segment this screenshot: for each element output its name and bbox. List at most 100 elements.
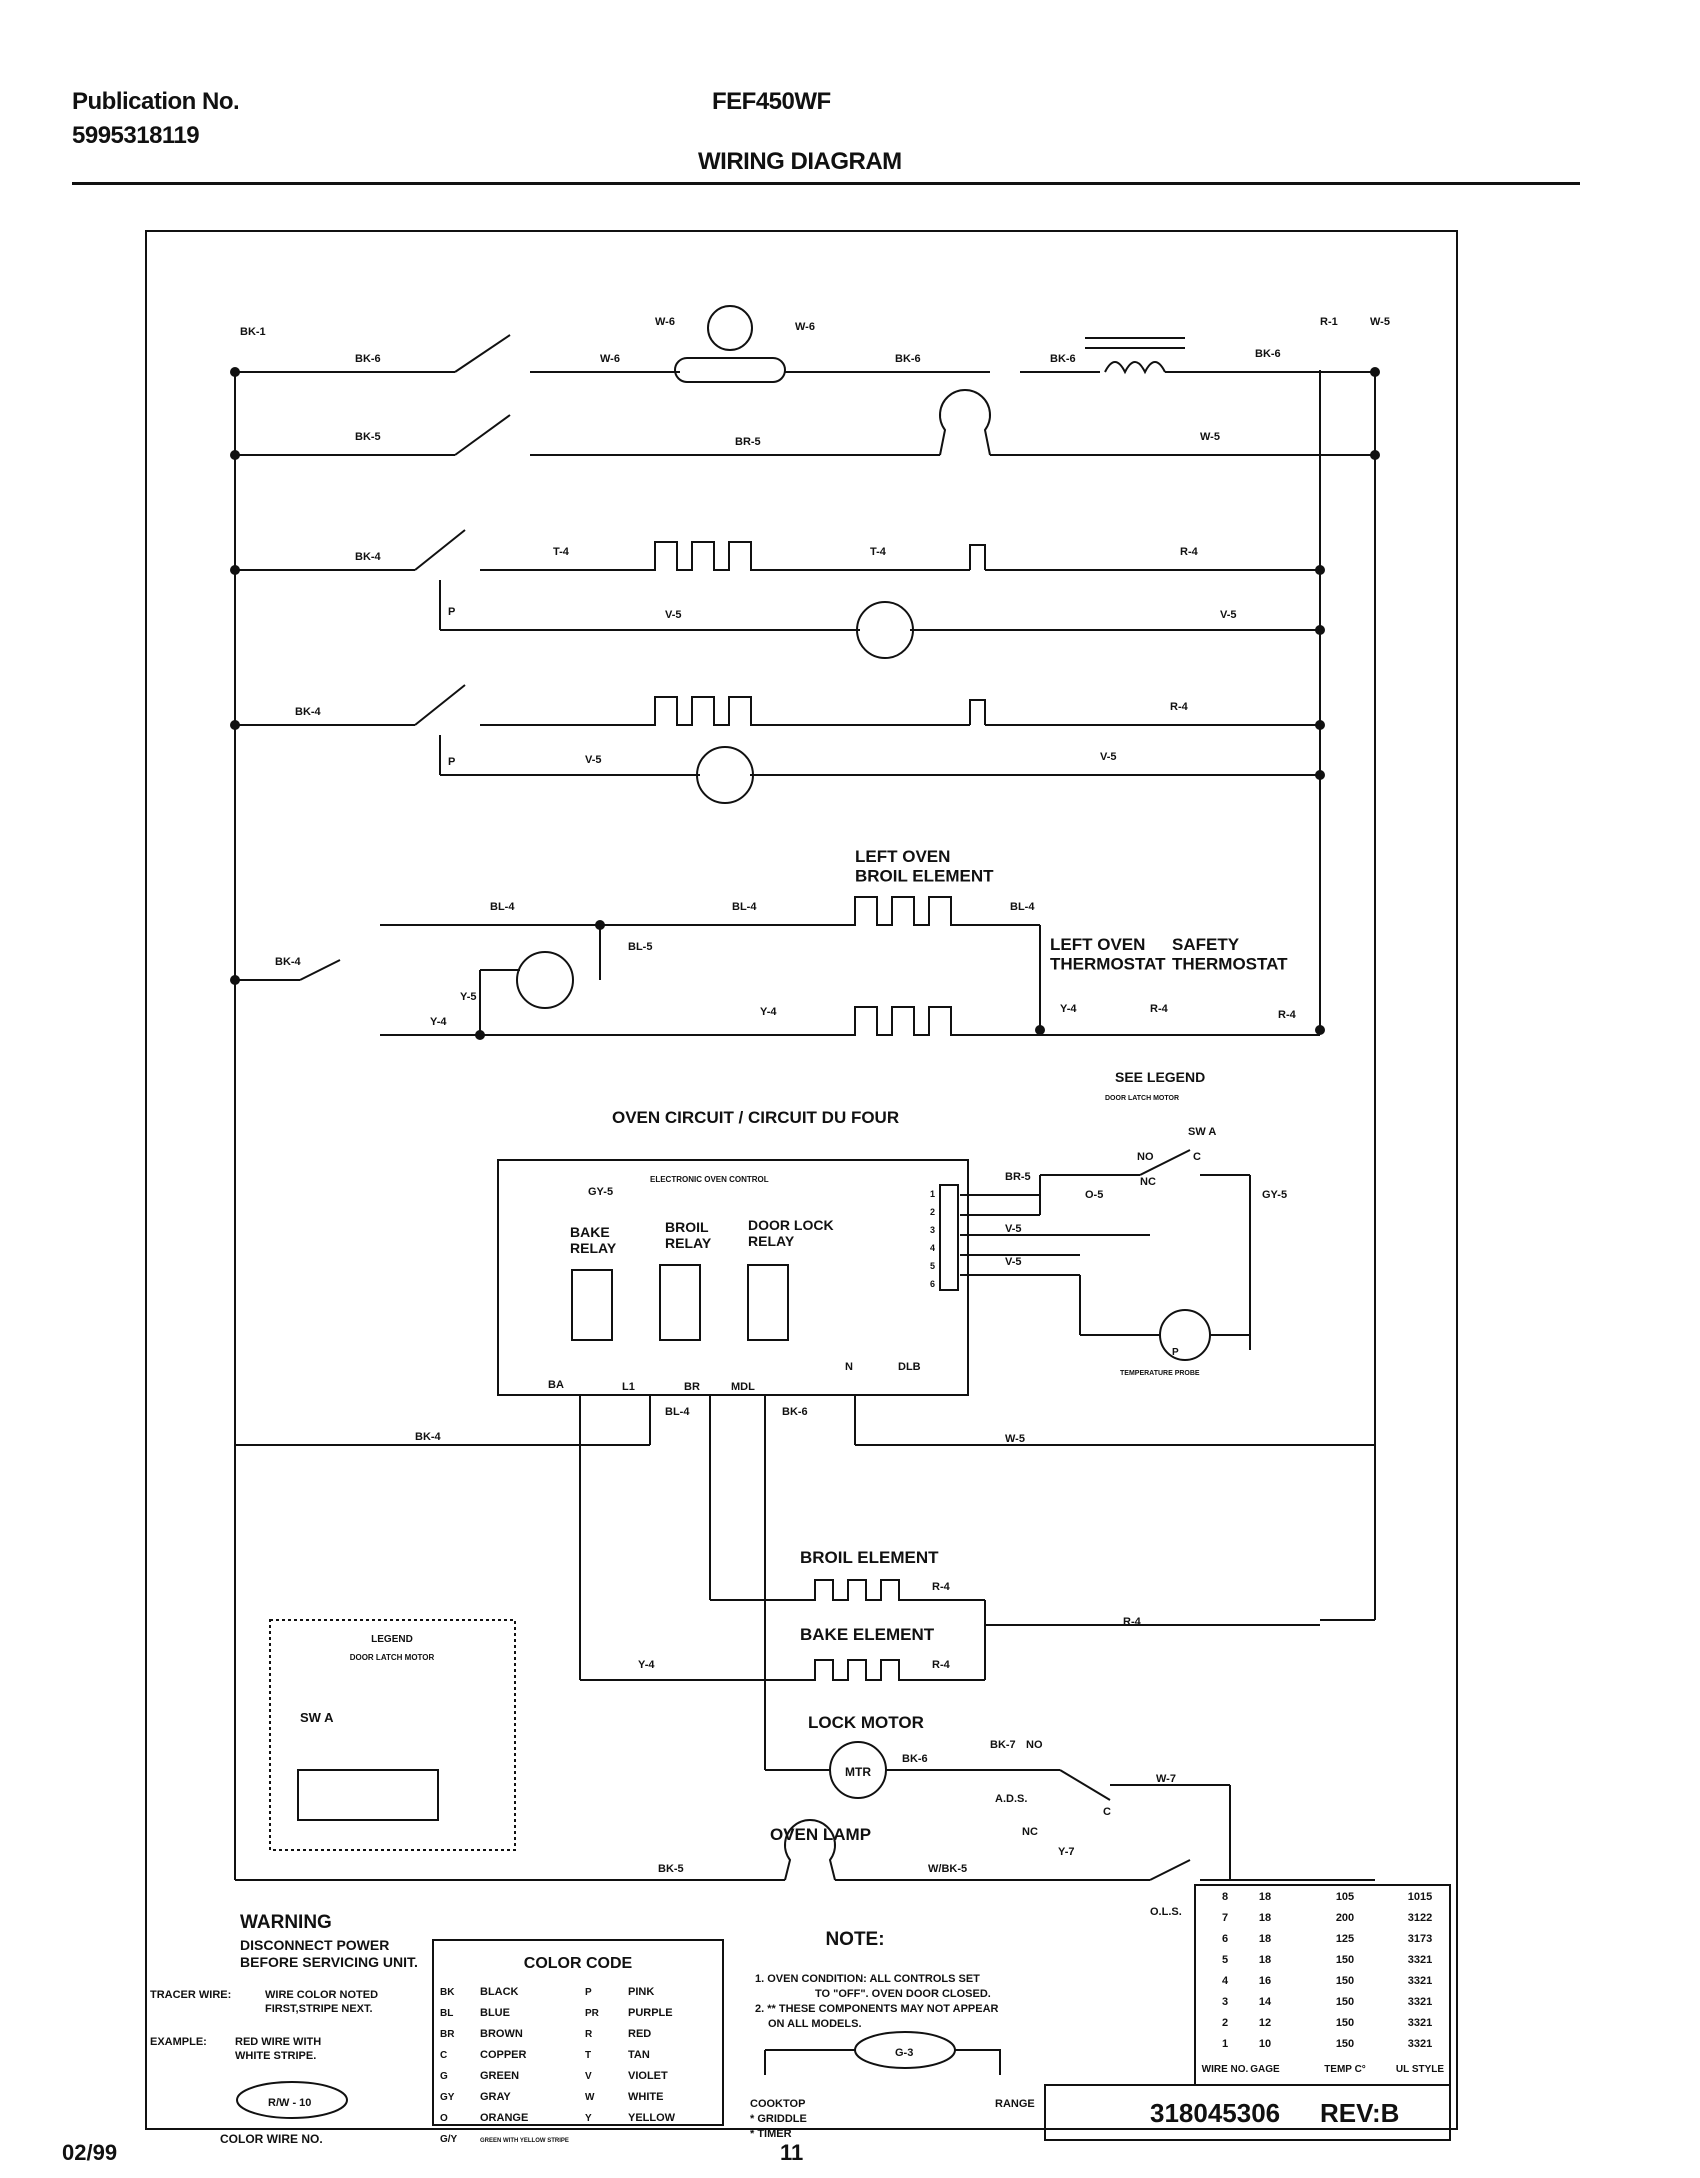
color-code-title: COLOR CODE — [524, 1955, 633, 1972]
wire-table-gage: 18 — [1259, 1912, 1271, 1924]
color-code-abbr: C — [440, 2050, 447, 2061]
wire-table-style: 3321 — [1408, 1975, 1432, 1987]
wire-label-v5_d: V-5 — [1100, 751, 1117, 763]
connector-pin-6: 6 — [930, 1279, 935, 1289]
wire-label-y4_a: Y-4 — [430, 1016, 447, 1028]
broil-relay-label: RELAY — [665, 1235, 712, 1251]
color-code-name2: RED — [628, 2028, 651, 2040]
color-code-name: GRAY — [480, 2091, 511, 2103]
wire-label-ba: BA — [548, 1379, 564, 1391]
wire-label-y4_c: Y-4 — [1060, 1003, 1077, 1015]
wire-table-gage: 18 — [1259, 1933, 1271, 1945]
wire-label-w5_b: W-5 — [1200, 431, 1220, 443]
publication-number: 5995318119 — [72, 122, 200, 149]
left-oven-broil-element-label: LEFT OVEN — [855, 847, 950, 866]
wire-label-dlb: DLB — [898, 1361, 921, 1373]
note-line4: ON ALL MODELS. — [768, 2018, 862, 2030]
color-code-name: BROWN — [480, 2028, 523, 2040]
wire-label-bk4_c: BK-4 — [275, 956, 302, 968]
oven-lamp-label: OVEN LAMP — [770, 1825, 871, 1844]
oven-circuit-label: OVEN CIRCUIT / CIRCUIT DU FOUR — [612, 1108, 899, 1127]
note-line2: TO "OFF". OVEN DOOR CLOSED. — [815, 1988, 991, 2000]
wire-table-no: 7 — [1222, 1912, 1228, 1924]
example-text2: WHITE STRIPE. — [235, 2050, 316, 2062]
wire-table-style: 3321 — [1408, 1996, 1432, 2008]
wire-label-y5: Y-5 — [460, 991, 477, 1003]
lock-motor-label: LOCK MOTOR — [808, 1713, 924, 1732]
wire-label-c_b: C — [1103, 1806, 1111, 1818]
wire-label-bl4_d: BL-4 — [665, 1406, 690, 1418]
bake-relay-label: RELAY — [570, 1240, 617, 1256]
diagram-frame — [145, 230, 1458, 2130]
wire-table-style: 3321 — [1408, 2017, 1432, 2029]
wire-label-bk5_b: BK-5 — [658, 1863, 684, 1875]
wire-label-v5_e: V-5 — [1005, 1223, 1022, 1235]
wire-table-no: 2 — [1222, 2017, 1228, 2029]
wire-table-temp: 125 — [1336, 1933, 1354, 1945]
wire-label-v5_a: V-5 — [665, 609, 682, 621]
wire-label-l1: L1 — [622, 1381, 635, 1393]
warning-title: WARNING — [240, 1912, 332, 1933]
wire-table-header-wire: WIRE NO. — [1202, 2064, 1249, 2075]
bake-element-label: BAKE ELEMENT — [800, 1625, 935, 1644]
color-code-name2: PURPLE — [628, 2007, 673, 2019]
tracer-wire-text2: FIRST,STRIPE NEXT. — [265, 2003, 373, 2015]
color-code-abbr2: V — [585, 2071, 592, 2082]
note-range: RANGE — [995, 2098, 1035, 2110]
warning-line2: BEFORE SERVICING UNIT. — [240, 1954, 418, 1970]
note-cooktop: COOKTOP — [750, 2098, 805, 2110]
wire-label-y4_d: Y-4 — [638, 1659, 655, 1671]
wire-label-y4_b: Y-4 — [760, 1006, 777, 1018]
wire-label-swa: SW A — [1188, 1126, 1216, 1138]
wire-label-bk1: BK-1 — [240, 326, 266, 338]
color-code-abbr2: PR — [585, 2008, 600, 2019]
wire-label-gy5_b: GY-5 — [1262, 1189, 1287, 1201]
wire-label-g3: G-3 — [895, 2047, 913, 2059]
wire-label-w7: W-7 — [1156, 1773, 1176, 1785]
wire-label-bk4_b: BK-4 — [295, 706, 322, 718]
wire-table-no: 4 — [1222, 1975, 1229, 1987]
wire-label-r4_c: R-4 — [1150, 1003, 1169, 1015]
color-code-abbr2: T — [585, 2050, 591, 2061]
door-lock-relay-label: DOOR LOCK — [748, 1217, 834, 1233]
color-code-abbr2: W — [585, 2092, 595, 2103]
color-code-abbr: BK — [440, 1987, 455, 1998]
connector-pin-5: 5 — [930, 1261, 935, 1271]
wire-label-mdl: MDL — [731, 1381, 755, 1393]
wire-table-header-gage: GAGE — [1250, 2064, 1280, 2075]
left-oven-thermostat-label: THERMOSTAT — [1050, 955, 1166, 974]
color-code-abbr: BL — [440, 2008, 453, 2019]
footer-page: 11 — [780, 2140, 804, 2165]
wire-label-bk6_f: BK-6 — [902, 1753, 928, 1765]
door-lock-relay-label: RELAY — [748, 1233, 795, 1249]
wire-table-gage: 12 — [1259, 2017, 1271, 2029]
wire-table-style: 3321 — [1408, 2038, 1432, 2050]
color-code-name2: TAN — [628, 2049, 650, 2061]
wire-label-rw10: R/W - 10 — [268, 2097, 311, 2109]
tracer-wire-text1: WIRE COLOR NOTED — [265, 1989, 378, 2001]
color-code-name2: PINK — [628, 1986, 654, 1998]
color-code-name2: VIOLET — [628, 2070, 668, 2082]
wire-label-w5_top: W-5 — [1370, 316, 1390, 328]
wire-table-temp: 150 — [1336, 1996, 1354, 2008]
wire-table-gage: 18 — [1259, 1891, 1271, 1903]
wire-table-gage: 10 — [1259, 2038, 1271, 2050]
wire-table-temp: 200 — [1336, 1912, 1354, 1924]
wire-table-no: 5 — [1222, 1954, 1228, 1966]
wire-table-header-ul: UL STYLE — [1396, 2064, 1444, 2075]
connector-pin-4: 4 — [930, 1243, 935, 1253]
wire-label-bk6_c: BK-6 — [1050, 353, 1076, 365]
color-code-name: ORANGE — [480, 2112, 528, 2124]
color-code-abbr: G/Y — [440, 2134, 458, 2145]
connector-pin-1: 1 — [930, 1189, 935, 1199]
wire-table-temp: 150 — [1336, 1975, 1354, 1987]
wire-label-y7: Y-7 — [1058, 1846, 1075, 1858]
header-rule — [72, 182, 1580, 185]
example-label: EXAMPLE: — [150, 2036, 207, 2048]
color-code-abbr: BR — [440, 2029, 455, 2040]
wire-table-no: 8 — [1222, 1891, 1228, 1903]
wire-table-temp: 105 — [1336, 1891, 1354, 1903]
wire-table-gage: 16 — [1259, 1975, 1271, 1987]
color-code-name2: YELLOW — [628, 2112, 676, 2124]
